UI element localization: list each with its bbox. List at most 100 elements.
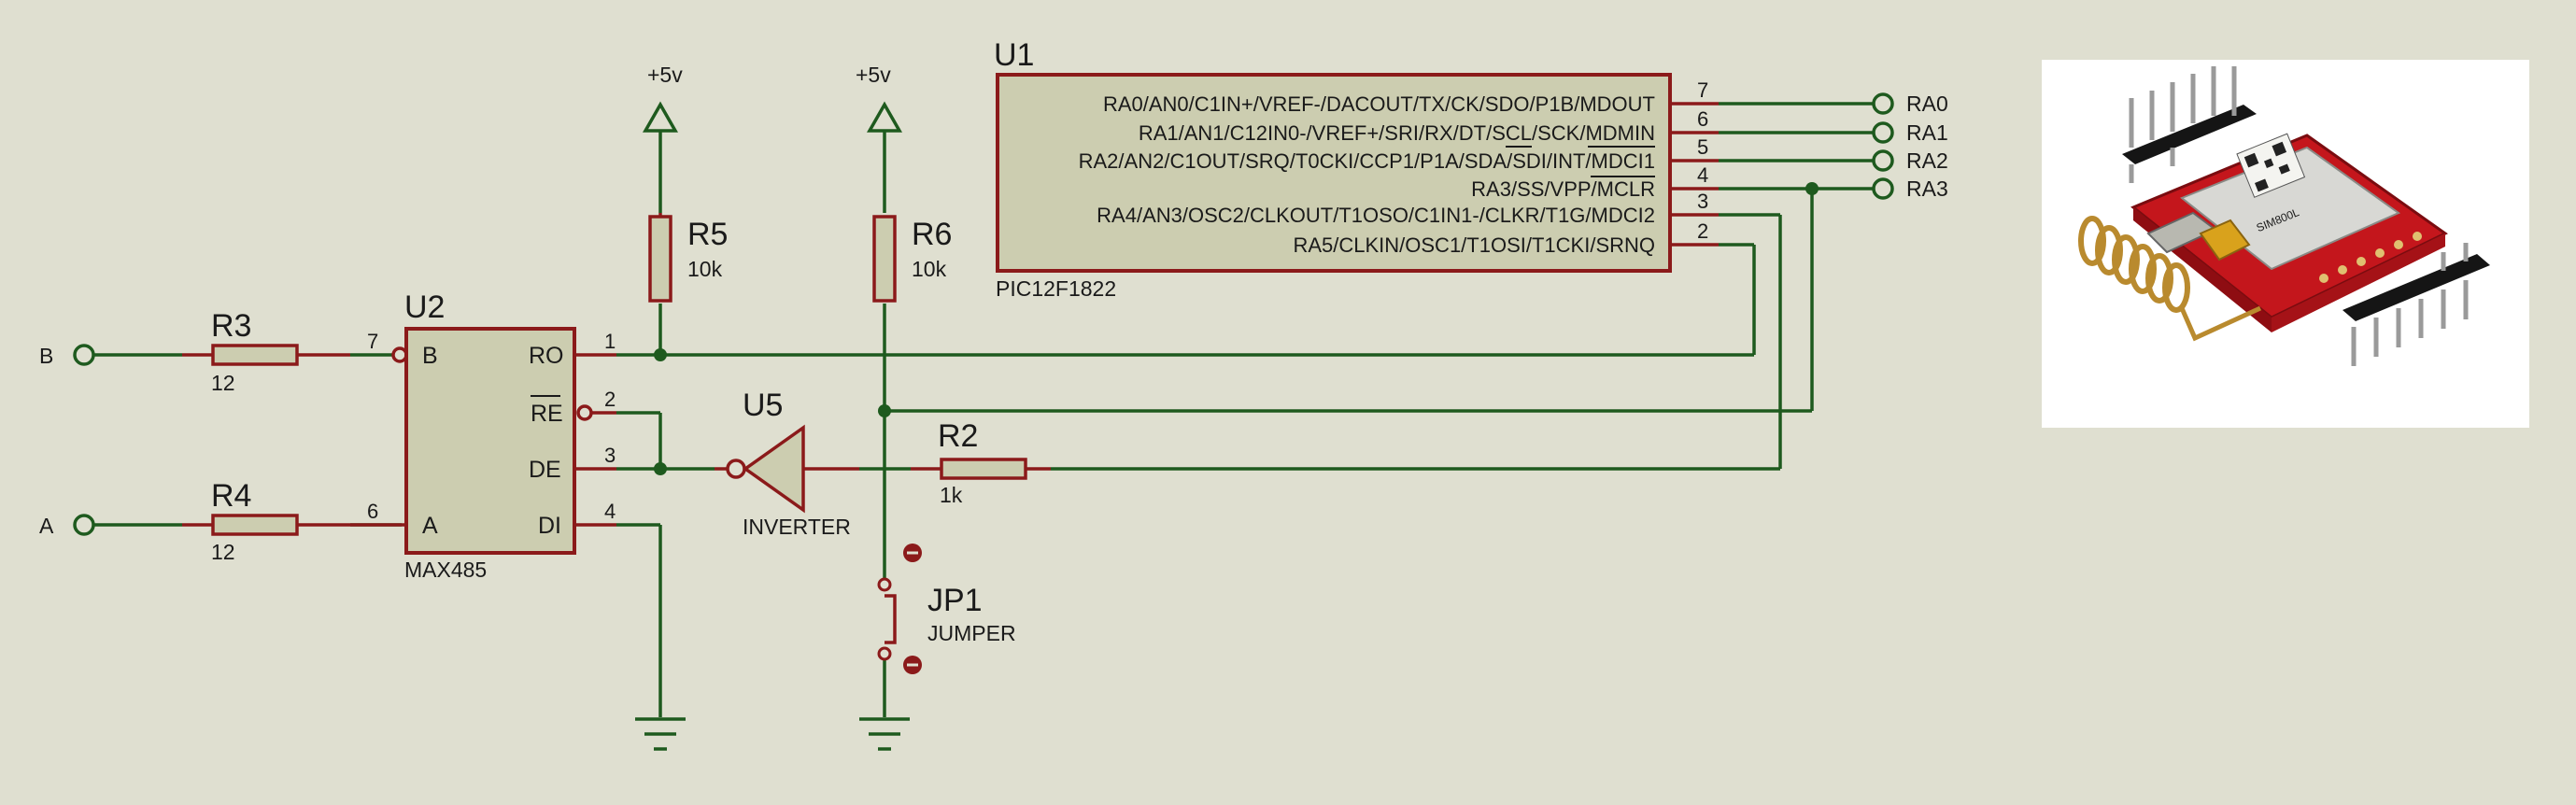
- power-right: +5v: [856, 63, 903, 133]
- resistor-r6[interactable]: R6 10k: [872, 215, 952, 303]
- u2-pin-a: A: [422, 513, 438, 539]
- u5-ref: U5: [743, 388, 783, 423]
- terminal-ra2[interactable]: [1872, 149, 1894, 172]
- port-label-ra3: RA3: [1906, 177, 1948, 201]
- u1-body[interactable]: [996, 73, 1672, 273]
- resistor-r2[interactable]: R2 1k: [911, 418, 1051, 507]
- terminal-ra0[interactable]: [1872, 92, 1894, 115]
- terminal-b[interactable]: B: [39, 344, 95, 368]
- u2-ref: U2: [404, 290, 445, 325]
- jumper-contact: [877, 577, 892, 592]
- port-label-ra2: RA2: [1906, 148, 1948, 173]
- u1-pin-name: RA3/SS/VPP/MCLR: [1471, 177, 1655, 201]
- jumper-jp1[interactable]: JP1 JUMPER: [877, 544, 1016, 674]
- resistor-r4[interactable]: R4 12: [182, 478, 350, 564]
- r5-value: 10k: [687, 257, 723, 281]
- terminal-ra1[interactable]: [1872, 121, 1894, 144]
- terminal-ra3[interactable]: [1872, 177, 1894, 200]
- u1-pin-name: RA2/AN2/C1OUT/SRQ/T0CKI/CCP1/P1A/SDA/SDI…: [1079, 149, 1655, 173]
- junction-re-de: [654, 462, 667, 475]
- r2-value: 1k: [940, 483, 963, 507]
- ground-right: [859, 717, 910, 751]
- r6-ref: R6: [912, 217, 952, 252]
- crystal-component: [2199, 219, 2251, 261]
- u1-ref: U1: [994, 37, 1034, 73]
- port-label-ra1: RA1: [1906, 120, 1948, 145]
- ic-u2-max485[interactable]: U2 MAX485 B A RO RE DE DI 7 6 1 2 3 4: [350, 290, 616, 582]
- inversion-bubble-icon: [391, 346, 408, 363]
- inverter-triangle-icon[interactable]: [742, 424, 805, 514]
- pcb-pads: [2319, 232, 2422, 283]
- inversion-bubble-icon: [726, 459, 746, 479]
- u2-pinnum-b: 7: [367, 330, 378, 353]
- r5-ref: R5: [687, 217, 728, 252]
- jumper-bridge[interactable]: [885, 594, 897, 644]
- u2-pinnum-ro: 1: [604, 330, 616, 353]
- port-terminals: RA0 RA1 RA2 RA3: [1872, 92, 1948, 201]
- u1-pin-number: 7: [1697, 78, 1708, 102]
- u1-pin-number: 6: [1697, 107, 1708, 131]
- jp1-ref: JP1: [927, 583, 983, 618]
- power-arrow-icon: [866, 101, 903, 133]
- u1-pin-number: 5: [1697, 135, 1708, 159]
- r4-value: 12: [211, 540, 235, 564]
- power-left: +5v: [642, 63, 683, 133]
- resistor-body[interactable]: [872, 215, 897, 303]
- r3-ref: R3: [211, 308, 251, 344]
- u2-part: MAX485: [404, 558, 487, 582]
- u2-pinnum-re: 2: [604, 388, 616, 411]
- u2-pin-de: DE: [529, 457, 561, 483]
- terminal-circle-icon[interactable]: [73, 344, 95, 366]
- r3-value: 12: [211, 371, 235, 395]
- junction-ro: [654, 348, 667, 361]
- resistor-r3[interactable]: R3 12: [182, 308, 350, 395]
- pcb-edge: [2272, 233, 2445, 332]
- resistor-r5[interactable]: R5 10k: [648, 213, 728, 303]
- u1-pin-number: 3: [1697, 190, 1708, 213]
- terminal-a[interactable]: A: [39, 514, 95, 538]
- junction-mclr: [878, 404, 891, 417]
- junctions: [654, 182, 1819, 475]
- u2-pinnum-a: 6: [367, 500, 378, 523]
- pin-header-front: [2342, 243, 2490, 366]
- power-arrow-icon: [642, 101, 679, 133]
- r6-value: 10k: [912, 257, 947, 281]
- u1-pin-number: 4: [1697, 163, 1708, 187]
- jumper-contact: [877, 646, 892, 661]
- resistor-body[interactable]: [648, 215, 672, 303]
- inversion-bubble-icon: [576, 404, 593, 421]
- port-label-ra0: RA0: [1906, 92, 1948, 116]
- supply-label-left: +5v: [647, 63, 683, 87]
- resistor-body[interactable]: [211, 514, 299, 536]
- gsm-module-photo: SIM800L: [2042, 60, 2529, 428]
- u2-body[interactable]: [404, 327, 576, 555]
- u2-pinnum-di: 4: [604, 500, 616, 523]
- u1-pin-name: RA4/AN3/OSC2/CLKOUT/T1OSO/C1IN1-/CLKR/T1…: [1097, 204, 1655, 227]
- pin-header-back: [2122, 66, 2257, 183]
- terminal-label-a: A: [39, 514, 54, 538]
- r4-ref: R4: [211, 478, 251, 514]
- r2-ref: R2: [938, 418, 978, 454]
- wires: [93, 102, 1874, 717]
- u2-pin-re: RE: [531, 401, 563, 427]
- ic-u1-pic12f1822[interactable]: U1 PIC12F1822 RA0/AN0/C1IN+/VREF-/DACOUT…: [994, 37, 1719, 301]
- u1-pin-number: 2: [1697, 219, 1708, 243]
- u1-part: PIC12F1822: [996, 276, 1116, 301]
- ground-left: [635, 717, 686, 751]
- coil-antenna: [2078, 216, 2262, 342]
- terminal-label-b: B: [39, 344, 53, 368]
- u2-pin-di: DI: [538, 513, 561, 539]
- resistor-body[interactable]: [940, 458, 1027, 480]
- u5-part: INVERTER: [743, 515, 851, 539]
- terminal-circle-icon[interactable]: [73, 514, 95, 536]
- supply-label-right: +5v: [856, 63, 891, 87]
- resistor-body[interactable]: [211, 344, 299, 366]
- u2-pin-ro: RO: [529, 343, 564, 369]
- u1-pin-name: RA1/AN1/C12IN0-/VREF+/SRI/RX/DT/SCL/SCK/…: [1139, 121, 1655, 145]
- junction-ra3: [1805, 182, 1819, 195]
- u2-pinnum-de: 3: [604, 444, 616, 467]
- gate-u5-inverter[interactable]: U5 INVERTER: [715, 388, 859, 539]
- jp1-part: JUMPER: [927, 621, 1016, 645]
